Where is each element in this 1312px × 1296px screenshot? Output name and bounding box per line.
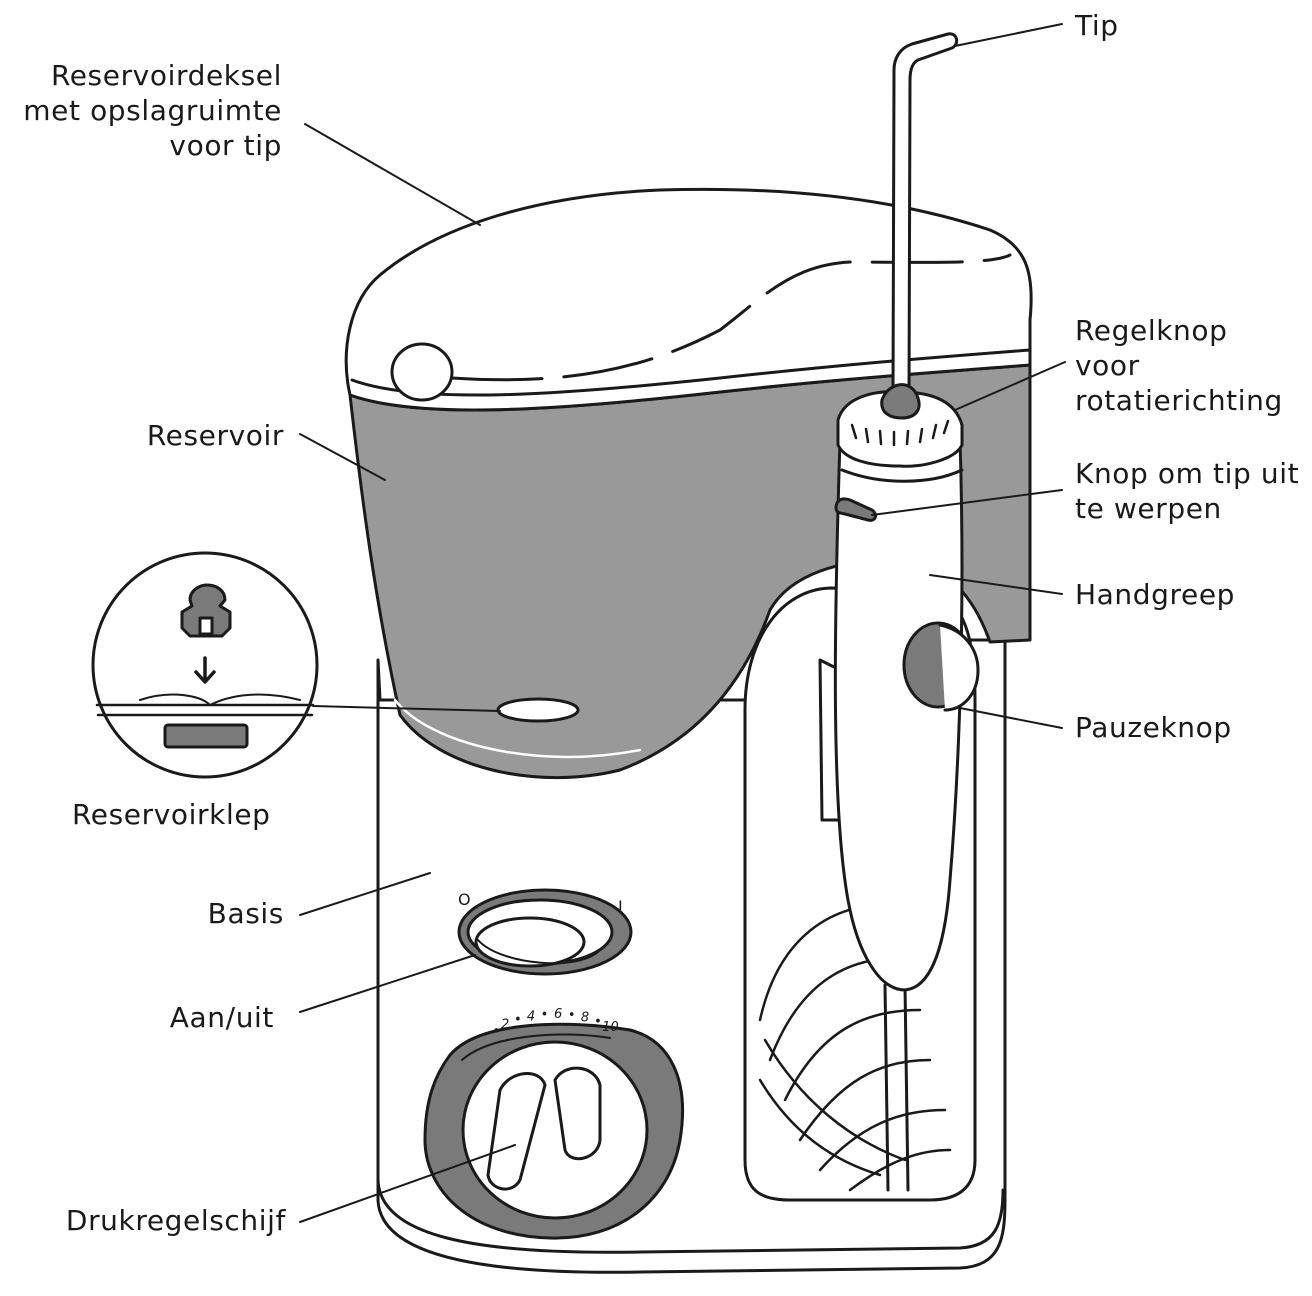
handle-body (833, 438, 964, 992)
switch-on-mark: I (618, 897, 623, 916)
hose-coils (758, 903, 952, 1192)
label-pause-button: Pauzeknop (1075, 711, 1232, 744)
label-base: Basis (207, 897, 284, 930)
lid-latch (390, 342, 454, 402)
switch-off-mark: O (458, 890, 471, 909)
eject-button-shape (834, 497, 877, 522)
pause-button-side (938, 623, 980, 712)
dial-scale-dot: • (594, 1015, 602, 1030)
dial-scale-dot: • (514, 1013, 522, 1028)
label-reservoir: Reservoir (146, 419, 284, 452)
handle-collar-line (840, 468, 964, 483)
label-reservoir-lid: Reservoirdeksel met opslagruimte voor ti… (23, 59, 282, 162)
dial-scale-mark: 4 (527, 1009, 535, 1024)
label-eject-button: Knop om tip uit te werpen (1075, 457, 1300, 525)
reservoir-highlight (393, 698, 642, 759)
dial-scale-mark: 2 (501, 1018, 509, 1033)
valve-inset (91, 551, 319, 779)
label-reservoir-valve: Reservoirklep (72, 798, 271, 831)
label-handle: Handgreep (1075, 578, 1236, 611)
lid-storage-contour (450, 253, 1012, 382)
reservoir-lid (344, 187, 1033, 412)
base-bottom-edge (376, 1178, 1005, 1254)
dial-scale-mark: 10 (602, 1020, 619, 1035)
label-rotation-knob: Regelknop voor rotatierichting (1075, 314, 1283, 417)
dial-scale-mark: 6 (554, 1007, 562, 1022)
rotation-knob-ridges (850, 419, 950, 447)
dial-scale-dot: • (568, 1008, 576, 1023)
label-power-switch: Aan/uit (169, 1001, 274, 1034)
pressure-dial (423, 1022, 685, 1240)
dial-scale: •2•4•6•8•10 (493, 1007, 619, 1039)
tip-nozzle (891, 32, 959, 397)
dial-scale-dot: • (493, 1024, 501, 1039)
hose (883, 983, 910, 1192)
rotation-knob (836, 390, 964, 468)
reservoir-valve-opening (496, 697, 580, 723)
power-switch (457, 888, 633, 976)
label-pressure-dial: Drukregelschijf (65, 1204, 286, 1237)
leader-lines (299, 23, 1066, 1223)
dial-scale-dot: • (541, 1007, 549, 1022)
dial-scale-mark: 8 (581, 1011, 589, 1026)
label-tip: Tip (1075, 9, 1119, 42)
tip-base (880, 383, 921, 420)
